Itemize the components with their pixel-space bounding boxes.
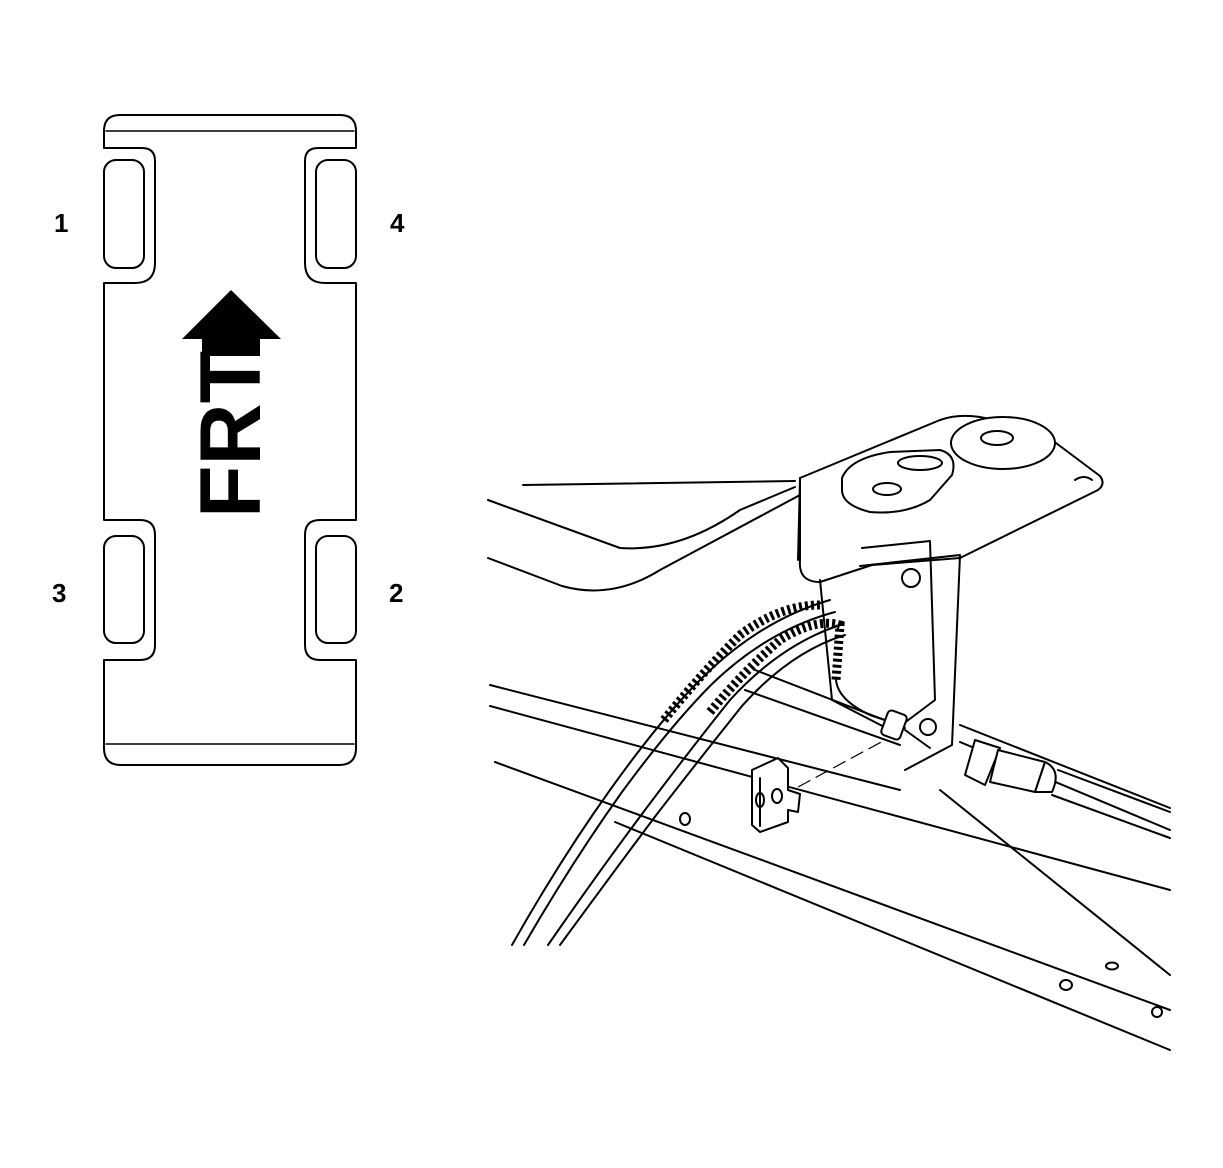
label-1: 1	[54, 208, 68, 238]
pad-3	[103, 535, 145, 644]
frame-rail-top	[489, 684, 901, 791]
mount-slot	[897, 455, 943, 471]
bracket-bolt	[901, 568, 921, 588]
frame-rail-edge-2	[494, 761, 1171, 1011]
frame-top-view: 1 4 3 2 FRT	[52, 114, 405, 766]
pad-1	[103, 159, 145, 269]
mount-bracket-inner	[861, 540, 936, 731]
body-panel-upper	[522, 480, 796, 486]
frame-rail-far-1	[959, 724, 1171, 809]
mount-tab	[1074, 476, 1093, 481]
retaining-clip-icon	[751, 757, 801, 833]
rail-hole-4	[1151, 1006, 1163, 1018]
rail-hole-3	[1105, 961, 1119, 971]
cable-coil-right	[706, 618, 845, 715]
install-guide-line	[797, 739, 886, 788]
frame-outline	[103, 114, 357, 766]
label-4: 4	[390, 208, 405, 238]
mount-hole-large	[980, 430, 1014, 446]
pad-2	[315, 535, 357, 644]
frt-label: FRT	[183, 351, 279, 518]
body-panel-lower	[487, 494, 801, 592]
rail-hole-1	[679, 812, 691, 826]
frame-rail-edge-3	[614, 821, 1171, 1051]
cable-housing	[964, 739, 1171, 839]
rail-hole-2	[1059, 979, 1073, 991]
up-arrow-icon	[182, 290, 281, 356]
label-3: 3	[52, 578, 66, 608]
cable-end-fitting	[880, 709, 937, 749]
cable-coil-left	[660, 600, 821, 723]
label-2: 2	[389, 578, 403, 608]
mount-bracket-side	[859, 554, 961, 771]
body-panel-edge	[487, 486, 796, 550]
pad-4	[315, 159, 357, 269]
mount-hole-small	[872, 482, 902, 496]
crossmember-lower	[744, 689, 901, 746]
frame-isometric-view	[487, 414, 1171, 1051]
frame-rail-edge-1	[489, 705, 1171, 891]
frame-rail-far-3	[939, 789, 1171, 976]
brake-cables	[511, 599, 886, 946]
mount-plate-front	[797, 477, 801, 561]
